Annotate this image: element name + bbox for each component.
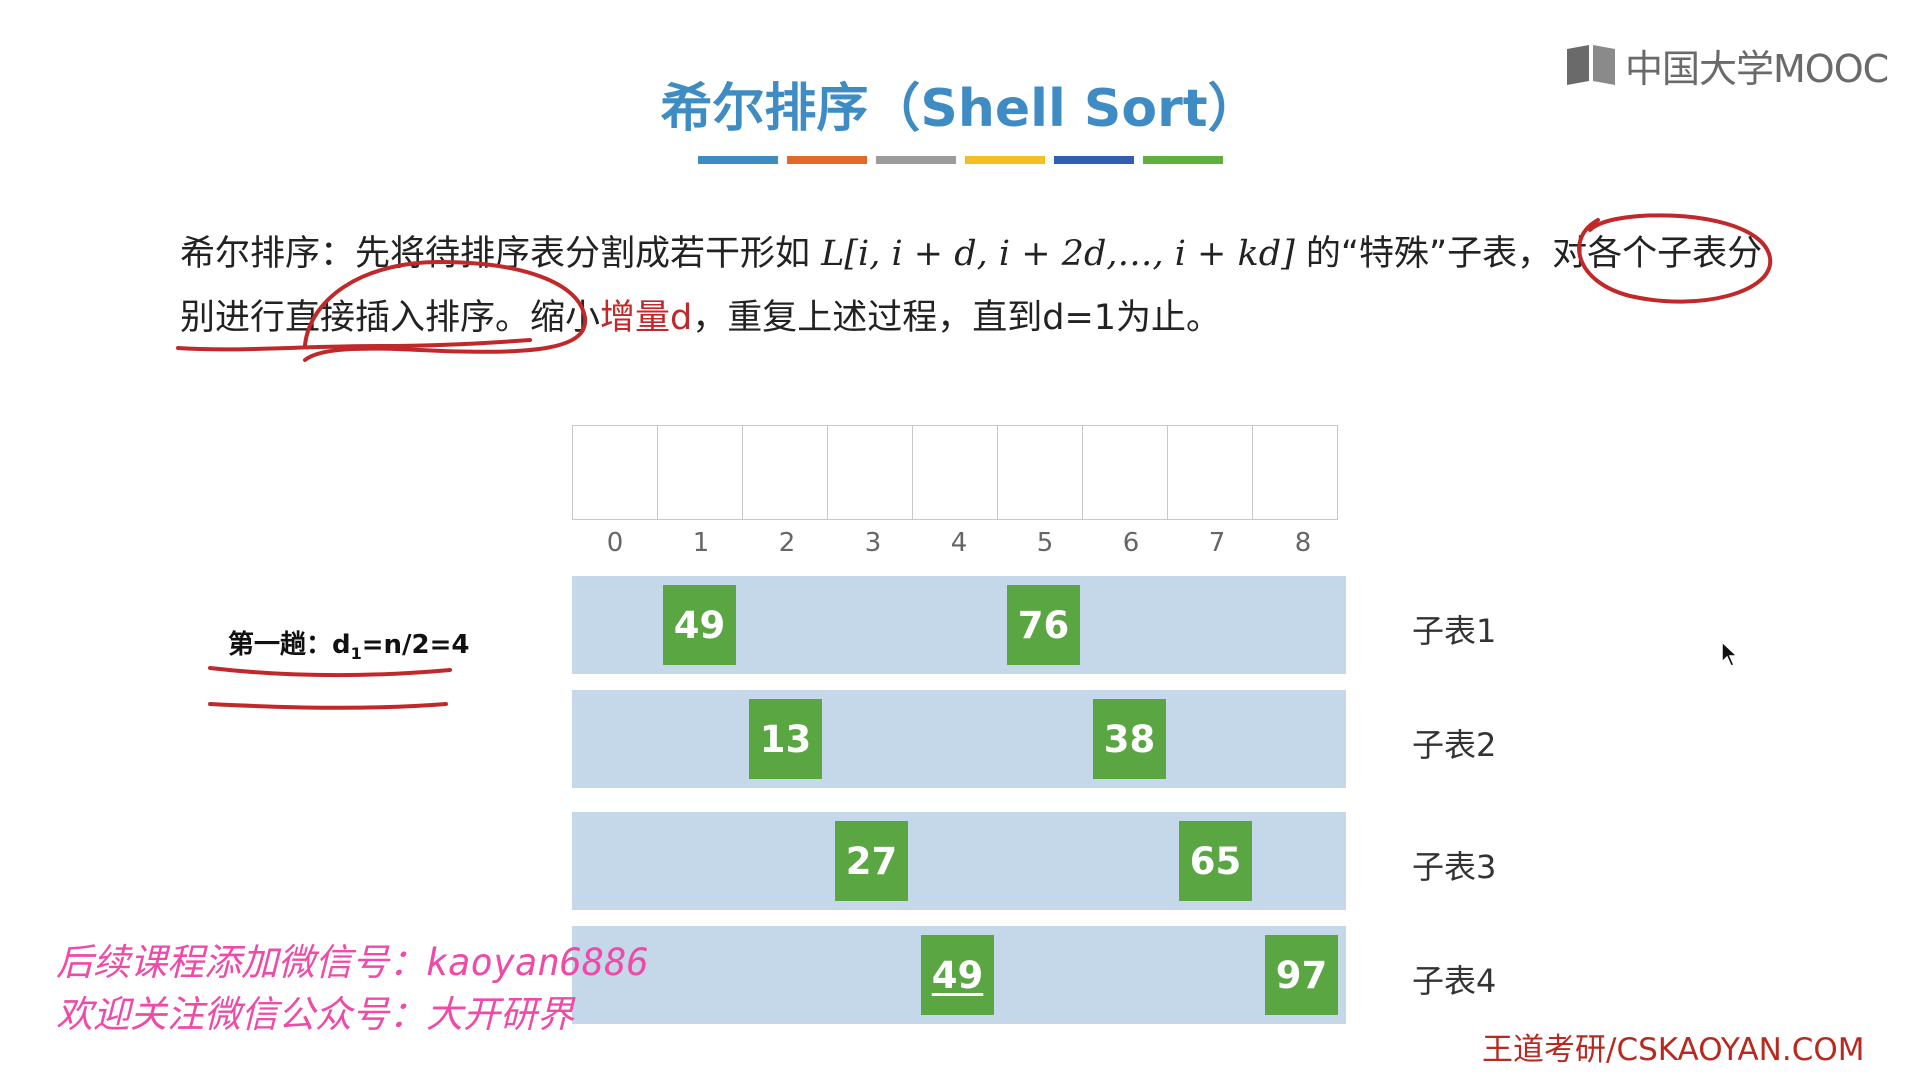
- array-cell: [1082, 425, 1168, 520]
- annotation-underline-pass-1: [208, 666, 452, 678]
- element-cell: 65: [1179, 821, 1252, 901]
- color-bar: [1143, 156, 1223, 164]
- color-bar: [965, 156, 1045, 164]
- color-bar: [876, 156, 956, 164]
- element-cell: 38: [1093, 699, 1166, 779]
- wechat-line-1: 后续课程添加微信号：kaoyan6886: [56, 941, 649, 984]
- array-cell: [657, 425, 743, 520]
- array-index: 3: [864, 528, 882, 558]
- array-cell: [997, 425, 1083, 520]
- color-bar: [698, 156, 778, 164]
- array-cells: [572, 425, 1338, 520]
- array-cell: [912, 425, 998, 520]
- array-index: 0: [606, 528, 624, 558]
- subtable-label: 子表2: [1412, 726, 1497, 764]
- element-value: 49: [931, 953, 984, 997]
- subtable-band: [572, 690, 1346, 788]
- mooc-logo: 中国大学MOOC: [1565, 40, 1889, 91]
- element-cell: 49: [663, 585, 736, 665]
- element-cell: 13: [749, 699, 822, 779]
- color-bar: [787, 156, 867, 164]
- annotation-underline-pass-2: [208, 702, 448, 710]
- slide-title: 希尔排序（Shell Sort）: [660, 79, 1260, 139]
- array-cell: [1252, 425, 1338, 520]
- wechat-line-2: 欢迎关注微信公众号：大开研界: [56, 993, 574, 1036]
- array-index: 8: [1294, 528, 1312, 558]
- book-icon: [1567, 45, 1615, 85]
- desc-formula: L[i, i + d, i + 2d,…, i + kd]: [821, 234, 1295, 274]
- subtable-label: 子表3: [1412, 848, 1497, 886]
- pass-label: 第一趟：d1=n/2=4: [228, 624, 470, 663]
- brand-watermark: 王道考研/CSKAOYAN.COM: [1482, 1032, 1865, 1068]
- array-cell: [742, 425, 828, 520]
- element-cell: 76: [1007, 585, 1080, 665]
- desc-highlight: 增量d: [600, 298, 693, 338]
- array-index: 6: [1122, 528, 1140, 558]
- mouse-cursor-icon: [1721, 640, 1739, 667]
- array-index: 1: [692, 528, 710, 558]
- element-cell-underlined: 49: [921, 935, 994, 1015]
- desc-part1: 希尔排序：先将待排序表分割成若干形如: [180, 234, 822, 274]
- title-color-bars: [698, 156, 1223, 164]
- element-cell: 27: [835, 821, 908, 901]
- desc-part3: ，重复上述过程，直到d=1为止。: [692, 298, 1222, 338]
- pass-label-sub: 1: [350, 644, 362, 664]
- color-bar: [1054, 156, 1134, 164]
- pass-label-prefix: 第一趟：d: [228, 630, 351, 660]
- description-text: 希尔排序：先将待排序表分割成若干形如 L[i, i + d, i + 2d,…,…: [180, 222, 1780, 350]
- subtable-label: 子表4: [1412, 962, 1497, 1000]
- element-cell: 97: [1265, 935, 1338, 1015]
- subtable-label: 子表1: [1412, 612, 1497, 650]
- array-index: 2: [778, 528, 796, 558]
- array-cell: [827, 425, 913, 520]
- array-index: 4: [950, 528, 968, 558]
- array-cell: [572, 425, 658, 520]
- array-index: 5: [1036, 528, 1054, 558]
- array-cell: [1167, 425, 1253, 520]
- array-index: 7: [1208, 528, 1226, 558]
- pass-label-suffix: =n/2=4: [361, 630, 470, 660]
- logo-text: 中国大学MOOC: [1625, 46, 1889, 91]
